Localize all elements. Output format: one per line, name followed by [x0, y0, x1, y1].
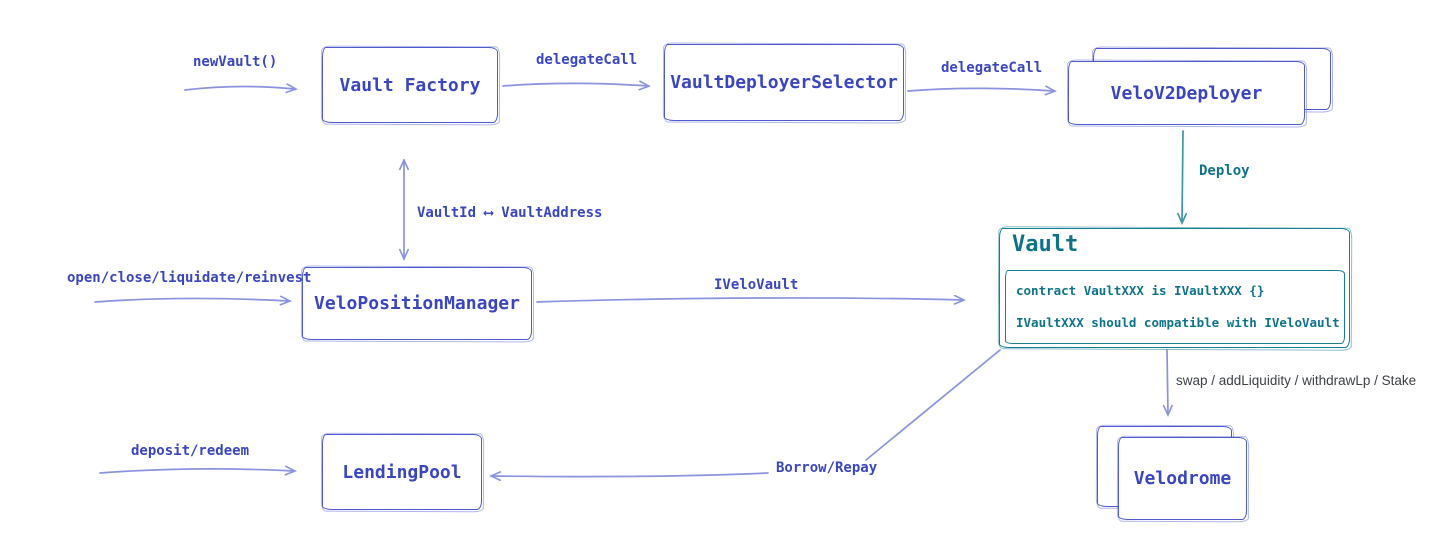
edge-label-borrow-repay: Borrow/Repay: [776, 460, 878, 476]
node-velo-position-manager[interactable]: VeloPositionManager: [302, 267, 532, 340]
node-vault-deployer-selector-label: VaultDeployerSelector: [670, 72, 898, 93]
node-velo-v2-deployer-label: VeloV2Deployer: [1110, 82, 1263, 104]
edge-label-vaultid-vaultaddress: VaultId ⟷ VaultAddress: [417, 205, 603, 221]
edge-label-deposit-redeem: deposit/redeem: [131, 443, 250, 459]
node-velodrome-stack: Velodrome: [1097, 426, 1249, 522]
arrow-ivelovault: [536, 298, 963, 302]
edge-label-delegate-call-2: delegateCall: [941, 60, 1043, 76]
arrow-borrow-repay-diagonal: [865, 349, 1001, 461]
arrow-swap-to-velodrome: [1167, 349, 1168, 414]
node-vault-factory-label: Vault Factory: [339, 74, 481, 96]
node-velo-position-manager-label: VeloPositionManager: [314, 293, 520, 314]
node-velodrome-label: Velodrome: [1133, 468, 1232, 489]
node-vault-deployer-selector[interactable]: VaultDeployerSelector: [664, 44, 904, 121]
node-vault-factory[interactable]: Vault Factory: [322, 47, 498, 123]
arrow-delegate-call-2: [907, 88, 1054, 91]
arrow-open-close: [94, 299, 289, 303]
edge-label-new-vault: newVault(): [193, 54, 278, 70]
arrow-delegate-call-1: [502, 83, 648, 86]
arrow-borrow-repay-horizontal: [492, 473, 769, 477]
edge-label-delegate-call-1: delegateCall: [536, 52, 638, 68]
arrow-deposit-redeem: [99, 469, 294, 473]
edge-label-ivelovault: IVeloVault: [714, 277, 799, 293]
edge-label-deploy: Deploy: [1199, 163, 1250, 179]
node-lending-pool[interactable]: LendingPool: [322, 434, 482, 510]
arrow-deploy: [1182, 130, 1183, 222]
node-velo-v2-deployer[interactable]: VeloV2Deployer: [1068, 61, 1305, 125]
vault-title: Vault: [1012, 232, 1079, 257]
vault-code-line-1: contract VaultXXX is IVaultXXX {}: [1016, 283, 1265, 298]
node-velodrome[interactable]: Velodrome: [1118, 437, 1247, 520]
edge-label-swap-addliquidity: swap / addLiquidity / withdrawLp / Stake: [1176, 373, 1417, 388]
edge-label-open-close: open/close/liquidate/reinvest: [67, 270, 312, 286]
node-velo-v2-deployer-stack: VeloV2Deployer: [1068, 48, 1332, 126]
node-lending-pool-label: LendingPool: [342, 461, 462, 483]
vault-code-panel: contract VaultXXX is IVaultXXX {} IVault…: [1005, 270, 1345, 344]
arrow-new-vault: [184, 87, 295, 91]
vault-code-line-2: IVaultXXX should compatible with IVeloVa…: [1016, 315, 1340, 330]
node-vault[interactable]: Vault contract VaultXXX is IVaultXXX {} …: [999, 228, 1350, 348]
